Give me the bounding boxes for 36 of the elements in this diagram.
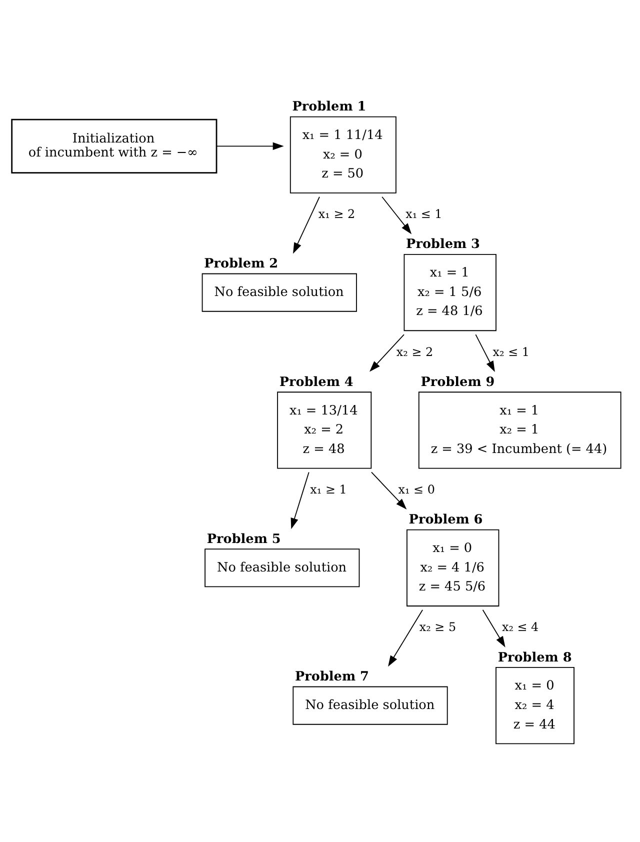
node-box: Initialization of incumbent with z = −∞ [11, 118, 218, 173]
arrow [371, 471, 407, 509]
node-box: No feasible solution [202, 272, 357, 312]
node-box: x₁ = 1 x₂ = 1 z = 39 < Incumbent (= 44) [418, 391, 622, 468]
node-box: No feasible solution [292, 686, 448, 724]
arrow [482, 608, 506, 647]
arrow [293, 196, 320, 254]
arrow [382, 196, 412, 234]
node-label: Problem 6 [408, 512, 483, 528]
edge-label: x₂ ≤ 4 [502, 620, 539, 634]
edge-label: x₁ ≥ 1 [310, 482, 347, 496]
arrow [370, 334, 404, 372]
edge-label: x₂ ≤ 1 [492, 344, 530, 358]
node-box: x₁ = 1 11/14 x₂ = 0 z = 50 [290, 116, 396, 193]
edge-label: x₁ ≤ 1 [406, 206, 442, 221]
node-box: No feasible solution [204, 548, 360, 587]
node-label: Problem 7 [294, 669, 369, 684]
node-box: x₁ = 13/14 x₂ = 2 z = 48 [277, 391, 372, 468]
node-box: x₁ = 0 x₂ = 4 1/6 z = 45 5/6 [406, 528, 500, 606]
node-label: Problem 1 [292, 99, 366, 114]
edge-label: x₂ ≥ 2 [396, 344, 434, 358]
arrow [216, 142, 284, 150]
arrow [475, 334, 495, 372]
edge-label: x₂ ≥ 5 [419, 620, 456, 634]
arrow [388, 608, 424, 666]
node-box: x₁ = 0 x₂ = 4 z = 44 [496, 666, 574, 744]
node-label: Problem 8 [498, 650, 572, 665]
node-label: Problem 9 [420, 374, 495, 390]
arrow [290, 471, 310, 529]
edge-label: x₁ ≥ 2 [318, 206, 356, 221]
node-label: Problem 2 [204, 256, 278, 271]
edge-label: x₁ ≤ 0 [398, 482, 435, 496]
node-label: Problem 5 [206, 531, 281, 546]
node-label: Problem 4 [279, 374, 354, 390]
node-box: x₁ = 1 x₂ = 1 5/6 z = 48 1/6 [404, 254, 496, 331]
node-label: Problem 3 [406, 236, 480, 252]
